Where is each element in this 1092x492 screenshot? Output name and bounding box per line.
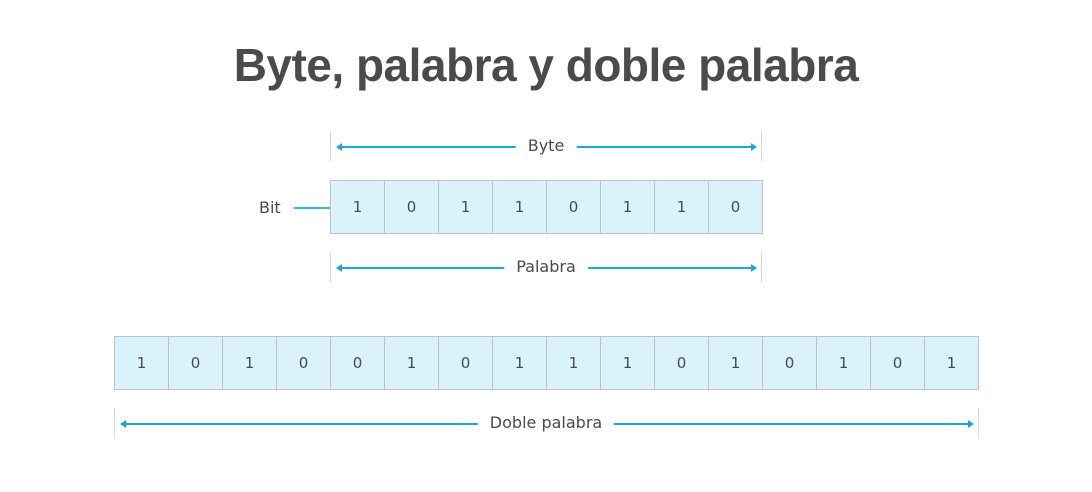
- word-dimension: Palabra: [330, 252, 763, 282]
- bit-cell: 1: [385, 337, 439, 389]
- left-tick: [114, 408, 115, 438]
- bit-cell: 1: [709, 337, 763, 389]
- double-word-dimension: Doble palabra: [114, 408, 979, 438]
- bit-cell: 1: [223, 337, 277, 389]
- bit-cell: 1: [925, 337, 979, 389]
- bit-cell: 1: [817, 337, 871, 389]
- arrow-left-icon: [120, 419, 126, 428]
- left-tick: [330, 131, 331, 161]
- double-word-row: 1 0 1 0 0 1 0 1 1 1 0 1 0 1 0 1: [114, 336, 979, 390]
- right-tick: [761, 252, 762, 282]
- word-label: Palabra: [504, 257, 588, 277]
- double-word-label: Doble palabra: [477, 413, 615, 433]
- bit-cell: 1: [493, 181, 547, 233]
- bit-cell: 0: [709, 181, 763, 233]
- bit-cell: 0: [655, 337, 709, 389]
- right-tick: [761, 131, 762, 161]
- bit-cell: 1: [547, 337, 601, 389]
- arrow-right-icon: [751, 142, 757, 151]
- bit-cell: 1: [655, 181, 709, 233]
- byte-label: Byte: [515, 136, 577, 156]
- bit-cell: 0: [385, 181, 439, 233]
- bit-cell: 0: [331, 337, 385, 389]
- byte-dimension: Byte: [330, 131, 763, 161]
- bit-cell: 1: [601, 181, 655, 233]
- bit-cell: 0: [439, 337, 493, 389]
- bit-cell: 0: [547, 181, 601, 233]
- bit-label: Bit: [259, 198, 281, 217]
- arrow-right-icon: [968, 419, 974, 428]
- diagram-title: Byte, palabra y doble palabra: [233, 39, 859, 91]
- arrow-right-icon: [751, 263, 757, 272]
- bit-cell: 0: [169, 337, 223, 389]
- bit-cell: 0: [763, 337, 817, 389]
- right-tick: [978, 408, 979, 438]
- bit-cell: 1: [601, 337, 655, 389]
- byte-row: 1 0 1 1 0 1 1 0: [330, 180, 763, 234]
- bit-cell: 0: [871, 337, 925, 389]
- bit-cell: 0: [277, 337, 331, 389]
- arrow-left-icon: [336, 263, 342, 272]
- left-tick: [330, 252, 331, 282]
- bit-cell: 1: [331, 181, 385, 233]
- bit-arrow-line: [294, 207, 336, 209]
- bit-cell: 1: [115, 337, 169, 389]
- bit-cell: 1: [493, 337, 547, 389]
- bit-cell: 1: [439, 181, 493, 233]
- arrow-left-icon: [336, 142, 342, 151]
